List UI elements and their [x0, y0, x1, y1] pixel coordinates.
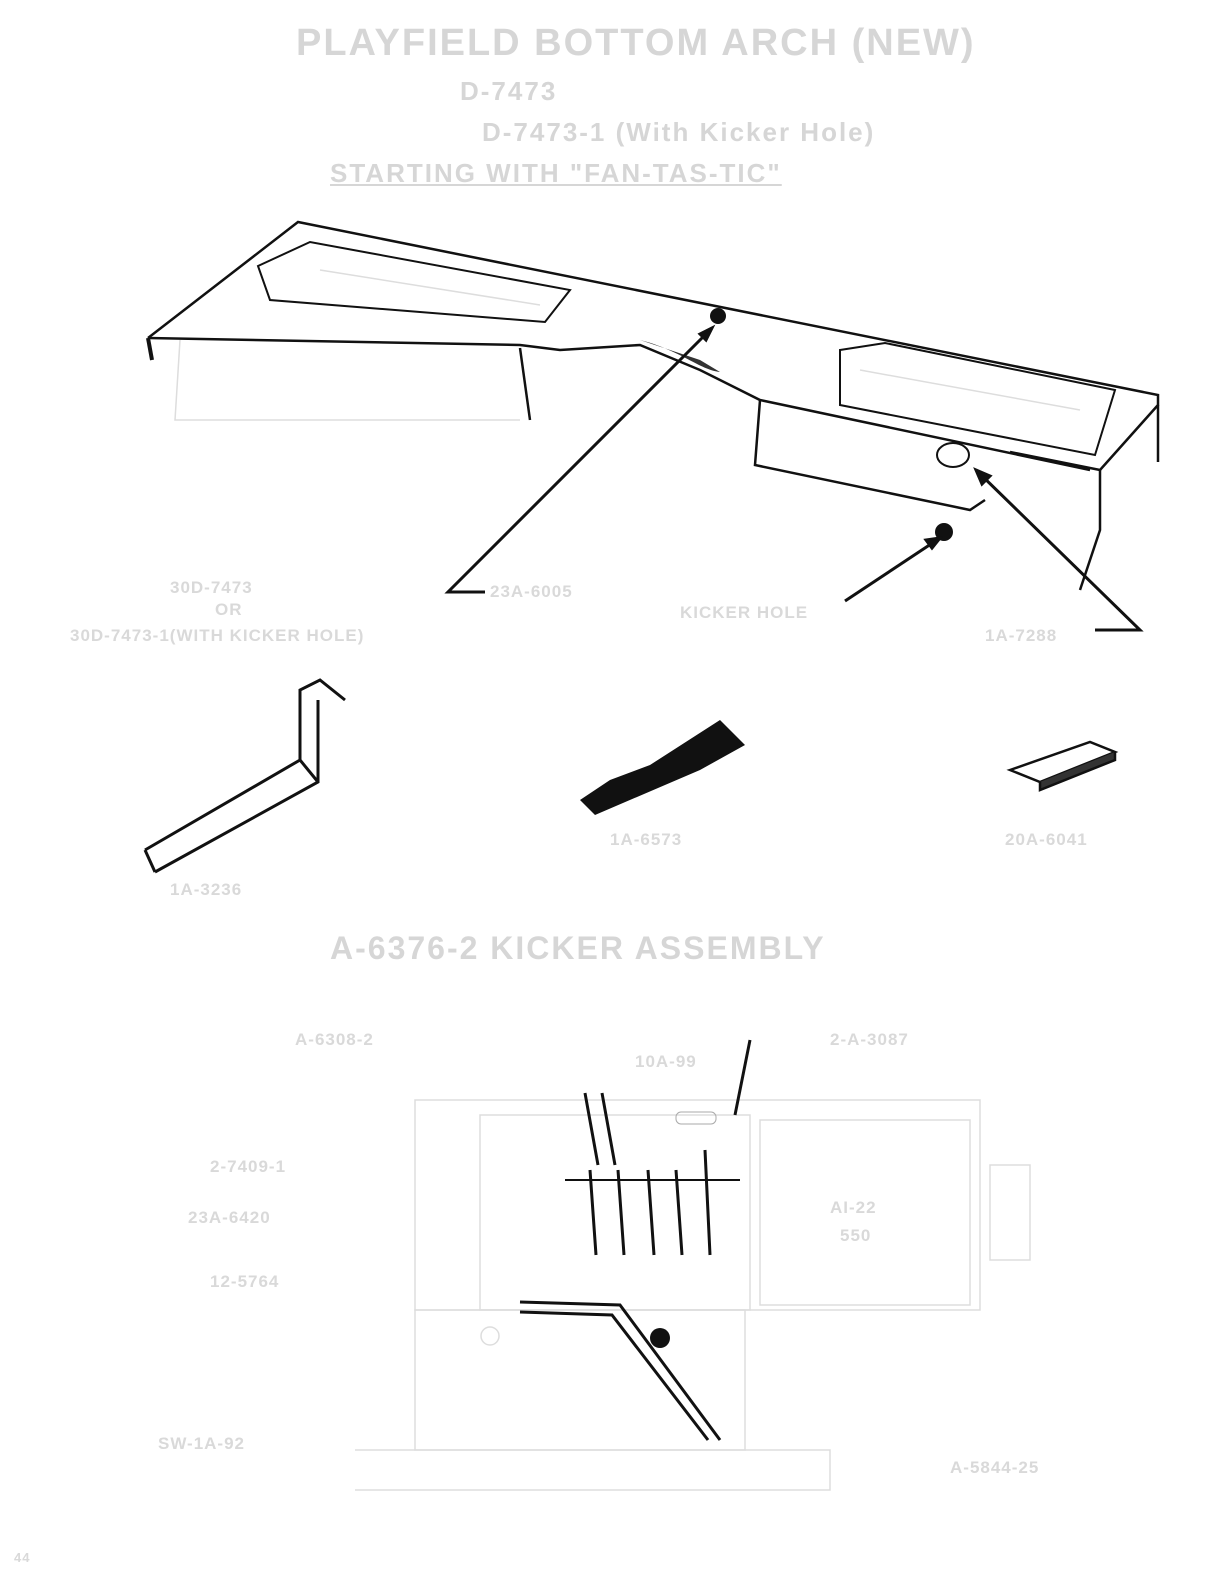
label-10a-99: 10A-99 — [635, 1052, 697, 1071]
label-or: OR — [215, 600, 243, 619]
label-a-6308-2: A-6308-2 — [295, 1030, 374, 1049]
kicker-spring — [519, 1039, 752, 1441]
label-1a-7288: 1A-7288 — [985, 626, 1058, 645]
rubber-grommet-icon — [710, 308, 726, 324]
arch-shadow — [640, 340, 720, 372]
kicker-assembly-drawing — [355, 1099, 1031, 1491]
bracket-part — [143, 678, 346, 874]
label-23a-6005: 23A-6005 — [490, 582, 573, 601]
label-23a-6420: 23A-6420 — [188, 1208, 271, 1227]
label-2-a-3087: 2-A-3087 — [830, 1030, 909, 1049]
label-coil-ai-22: AI-22 — [830, 1198, 877, 1217]
starting-note: STARTING WITH "FAN-TAS-TIC" — [330, 158, 782, 188]
page-title: PLAYFIELD BOTTOM ARCH (NEW) — [296, 22, 976, 64]
label-a-5844-25: A-5844-25 — [950, 1458, 1040, 1477]
label-20a-6041: 20A-6041 — [1005, 830, 1088, 849]
plate-part — [580, 720, 745, 815]
part-number-d7473: D-7473 — [460, 76, 558, 106]
playfield-arch — [146, 220, 1160, 591]
clip-part — [1006, 740, 1119, 792]
kicker-assembly-title: A-6376-2 KICKER ASSEMBLY — [330, 930, 826, 966]
label-30d-7473: 30D-7473 — [170, 578, 253, 597]
label-30d-7473-1: 30D-7473-1(WITH KICKER HOLE) — [70, 626, 365, 645]
label-kicker-hole: KICKER HOLE — [680, 603, 809, 622]
label-12-5764: 12-5764 — [210, 1272, 280, 1291]
bolt-head-icon — [675, 1111, 717, 1125]
label-sw-1a-92: SW-1A-92 — [158, 1434, 246, 1453]
grommet-icon — [936, 442, 970, 468]
label-coil-550: 550 — [840, 1226, 872, 1245]
label-2-7409-1: 2-7409-1 — [210, 1157, 287, 1176]
leader-arrows — [444, 324, 1144, 632]
page-number: 44 — [14, 1550, 31, 1565]
label-1a-3236: 1A-3236 — [170, 880, 243, 899]
label-1a-6573: 1A-6573 — [610, 830, 683, 849]
kicker-hole-icon — [935, 523, 953, 541]
plunger-ball-icon — [650, 1328, 670, 1348]
part-number-d7473-1: D-7473-1 (With Kicker Hole) — [482, 117, 876, 147]
